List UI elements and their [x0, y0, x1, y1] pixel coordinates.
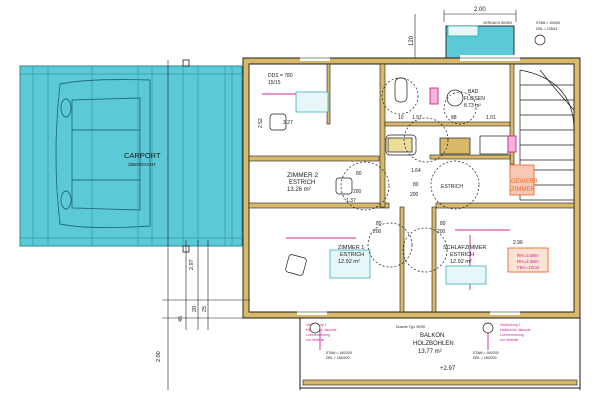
dim-left-20: 20: [192, 306, 198, 312]
door-swings: [340, 77, 480, 273]
dim-top-120: 120: [409, 35, 415, 46]
dim-252: 2.52: [258, 118, 264, 128]
section-markers: [309, 34, 546, 334]
dim-80b: 80: [413, 182, 419, 188]
dim-200d: 200: [437, 229, 446, 235]
carport-label: CARPORT: [124, 151, 161, 160]
zimmer2-line2: ESTRICH: [289, 180, 315, 186]
dimension-lines: [162, 10, 517, 390]
dim-101: 1.01: [486, 115, 496, 121]
bad-line2: FLIESEN: [464, 96, 485, 102]
dim-200b: 200: [410, 192, 419, 198]
dim-stam-top: STAM = 100/60: [536, 21, 560, 25]
carport-sublabel: ÜBERDACHT: [128, 161, 156, 167]
gewerb-line1: GEWERB: [511, 179, 538, 185]
note-left-4: zur Verteiler: [306, 338, 326, 342]
balkon-line1: BALKON: [420, 333, 444, 339]
fba-line-1: RH=3.08m: [517, 253, 539, 258]
balkon-area: 13.77 m²: [418, 349, 442, 355]
wc-line1: DDS = 780: [268, 73, 293, 79]
bad-area: 8.73 m²: [464, 103, 481, 109]
dim-88: 88: [451, 115, 457, 121]
dim-left-200: 2.00: [156, 351, 162, 362]
stam-bottom-right-1: STAM = 160/200: [473, 351, 499, 355]
note-right-1: Verbindung 1: [500, 323, 521, 327]
balkon-level: +2.97: [440, 366, 456, 372]
stam-bottom-left-1: STAM = 160/200: [326, 351, 352, 355]
cyan-notes: [295, 25, 487, 285]
gewerb-line2: ZIMMER: [511, 187, 535, 193]
dim-200a: 200: [353, 189, 362, 195]
bad-line1: BAD: [468, 89, 479, 95]
pink-annotations: [262, 87, 549, 350]
bath-fixtures: [385, 77, 509, 156]
note-right-4: zur Verteiler: [500, 338, 520, 342]
carport: CARPORT ÜBERDACHT: [19, 59, 243, 253]
door-note: Dusche Typ: 90/90: [396, 325, 425, 329]
dim-80a: 80: [356, 171, 362, 177]
zimmer2-area: 13.26 m²: [287, 187, 311, 193]
zimmer1-area: 12.92 m²: [338, 259, 360, 265]
dim-top-width: 2.00: [474, 7, 486, 13]
note-right-2: elektrische Jalousie: [500, 328, 531, 332]
stam-bottom-right-2: DRL = 160/200: [473, 356, 497, 360]
dim-197: 1.97: [412, 115, 422, 121]
dim-200c: 200: [373, 229, 382, 235]
chairs: [269, 113, 353, 276]
zimmer1-line1: ZIMMER 1: [338, 245, 364, 251]
estrich-label: ESTRICH: [441, 184, 463, 190]
dim-vent-top: VERDACH 60/300: [483, 21, 512, 25]
note-left-2: elektrische Jalousie: [306, 328, 337, 332]
dim-left-25: 25: [202, 306, 208, 312]
dim-137: 1.37: [346, 198, 356, 204]
schlafzimmer-line2: ESTRICH: [450, 252, 474, 258]
stam-bottom-left-2: DRL = 160/200: [326, 356, 350, 360]
note-left-3: Leerverrohrung: [306, 333, 330, 337]
wc-line2: 15/15: [268, 80, 281, 86]
car-outline: [55, 79, 151, 229]
dim-stam-top2: DRL = 1250/1: [536, 27, 558, 31]
dim-left-297: 2.97: [189, 259, 195, 270]
carport-roof: [19, 65, 243, 247]
zimmer1-line2: ESTRICH: [340, 252, 364, 258]
dim-80d: 80: [440, 221, 446, 227]
schlafzimmer-area: 12.92 m²: [450, 259, 472, 265]
dim-164: 1.64: [411, 168, 421, 174]
fba-line-2: RH=2.38m: [517, 259, 539, 264]
wc-area: 3.27: [283, 120, 293, 126]
schlafzimmer-line1: SCHLAFZIMMER: [443, 245, 486, 251]
note-right-3: Leerverrohrung: [500, 333, 524, 337]
dim-296: 2.96: [513, 240, 523, 246]
zimmer2-line1: ZIMMER 2: [287, 172, 318, 179]
dim-10: 10: [398, 115, 404, 121]
fba-line-3: FBA=10cm: [517, 265, 540, 270]
balcony: [299, 317, 581, 390]
dim-80c: 80: [376, 221, 382, 227]
dim-left-45: 45: [178, 316, 184, 322]
building-walls: [242, 55, 581, 319]
balkon-line2: HOLZBOHLEN: [413, 341, 454, 347]
